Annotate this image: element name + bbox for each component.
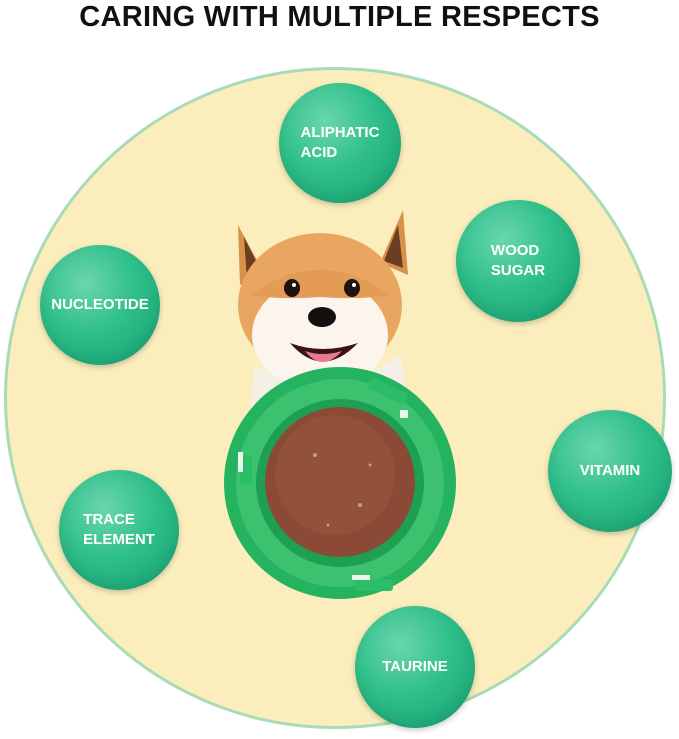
- badge-label: NUCLEOTIDE: [51, 296, 149, 313]
- badge-vitamin: VITAMIN: [548, 410, 672, 532]
- badge-wood-sugar: WOOD SUGAR: [456, 200, 580, 322]
- badge-nucleotide: NUCLEOTIDE: [40, 245, 160, 365]
- badge-label: ALIPHATIC ACID: [300, 124, 380, 161]
- badge-label: WOOD SUGAR: [490, 242, 546, 279]
- badge-taurine: TAURINE: [355, 606, 475, 728]
- badge-aliphatic-acid: ALIPHATIC ACID: [279, 83, 401, 203]
- badge-label: TAURINE: [382, 658, 448, 675]
- badge-label: TRACE ELEMENT: [83, 511, 155, 548]
- dog-head-icon: [238, 210, 410, 410]
- badge-trace-element: TRACE ELEMENT: [59, 470, 179, 590]
- page-title: CARING WITH MULTIPLE RESPECTS: [79, 1, 600, 33]
- dog-with-lick-pad-illustration: [224, 210, 456, 599]
- badge-label: VITAMIN: [579, 462, 641, 479]
- lick-pad-icon: [224, 367, 456, 599]
